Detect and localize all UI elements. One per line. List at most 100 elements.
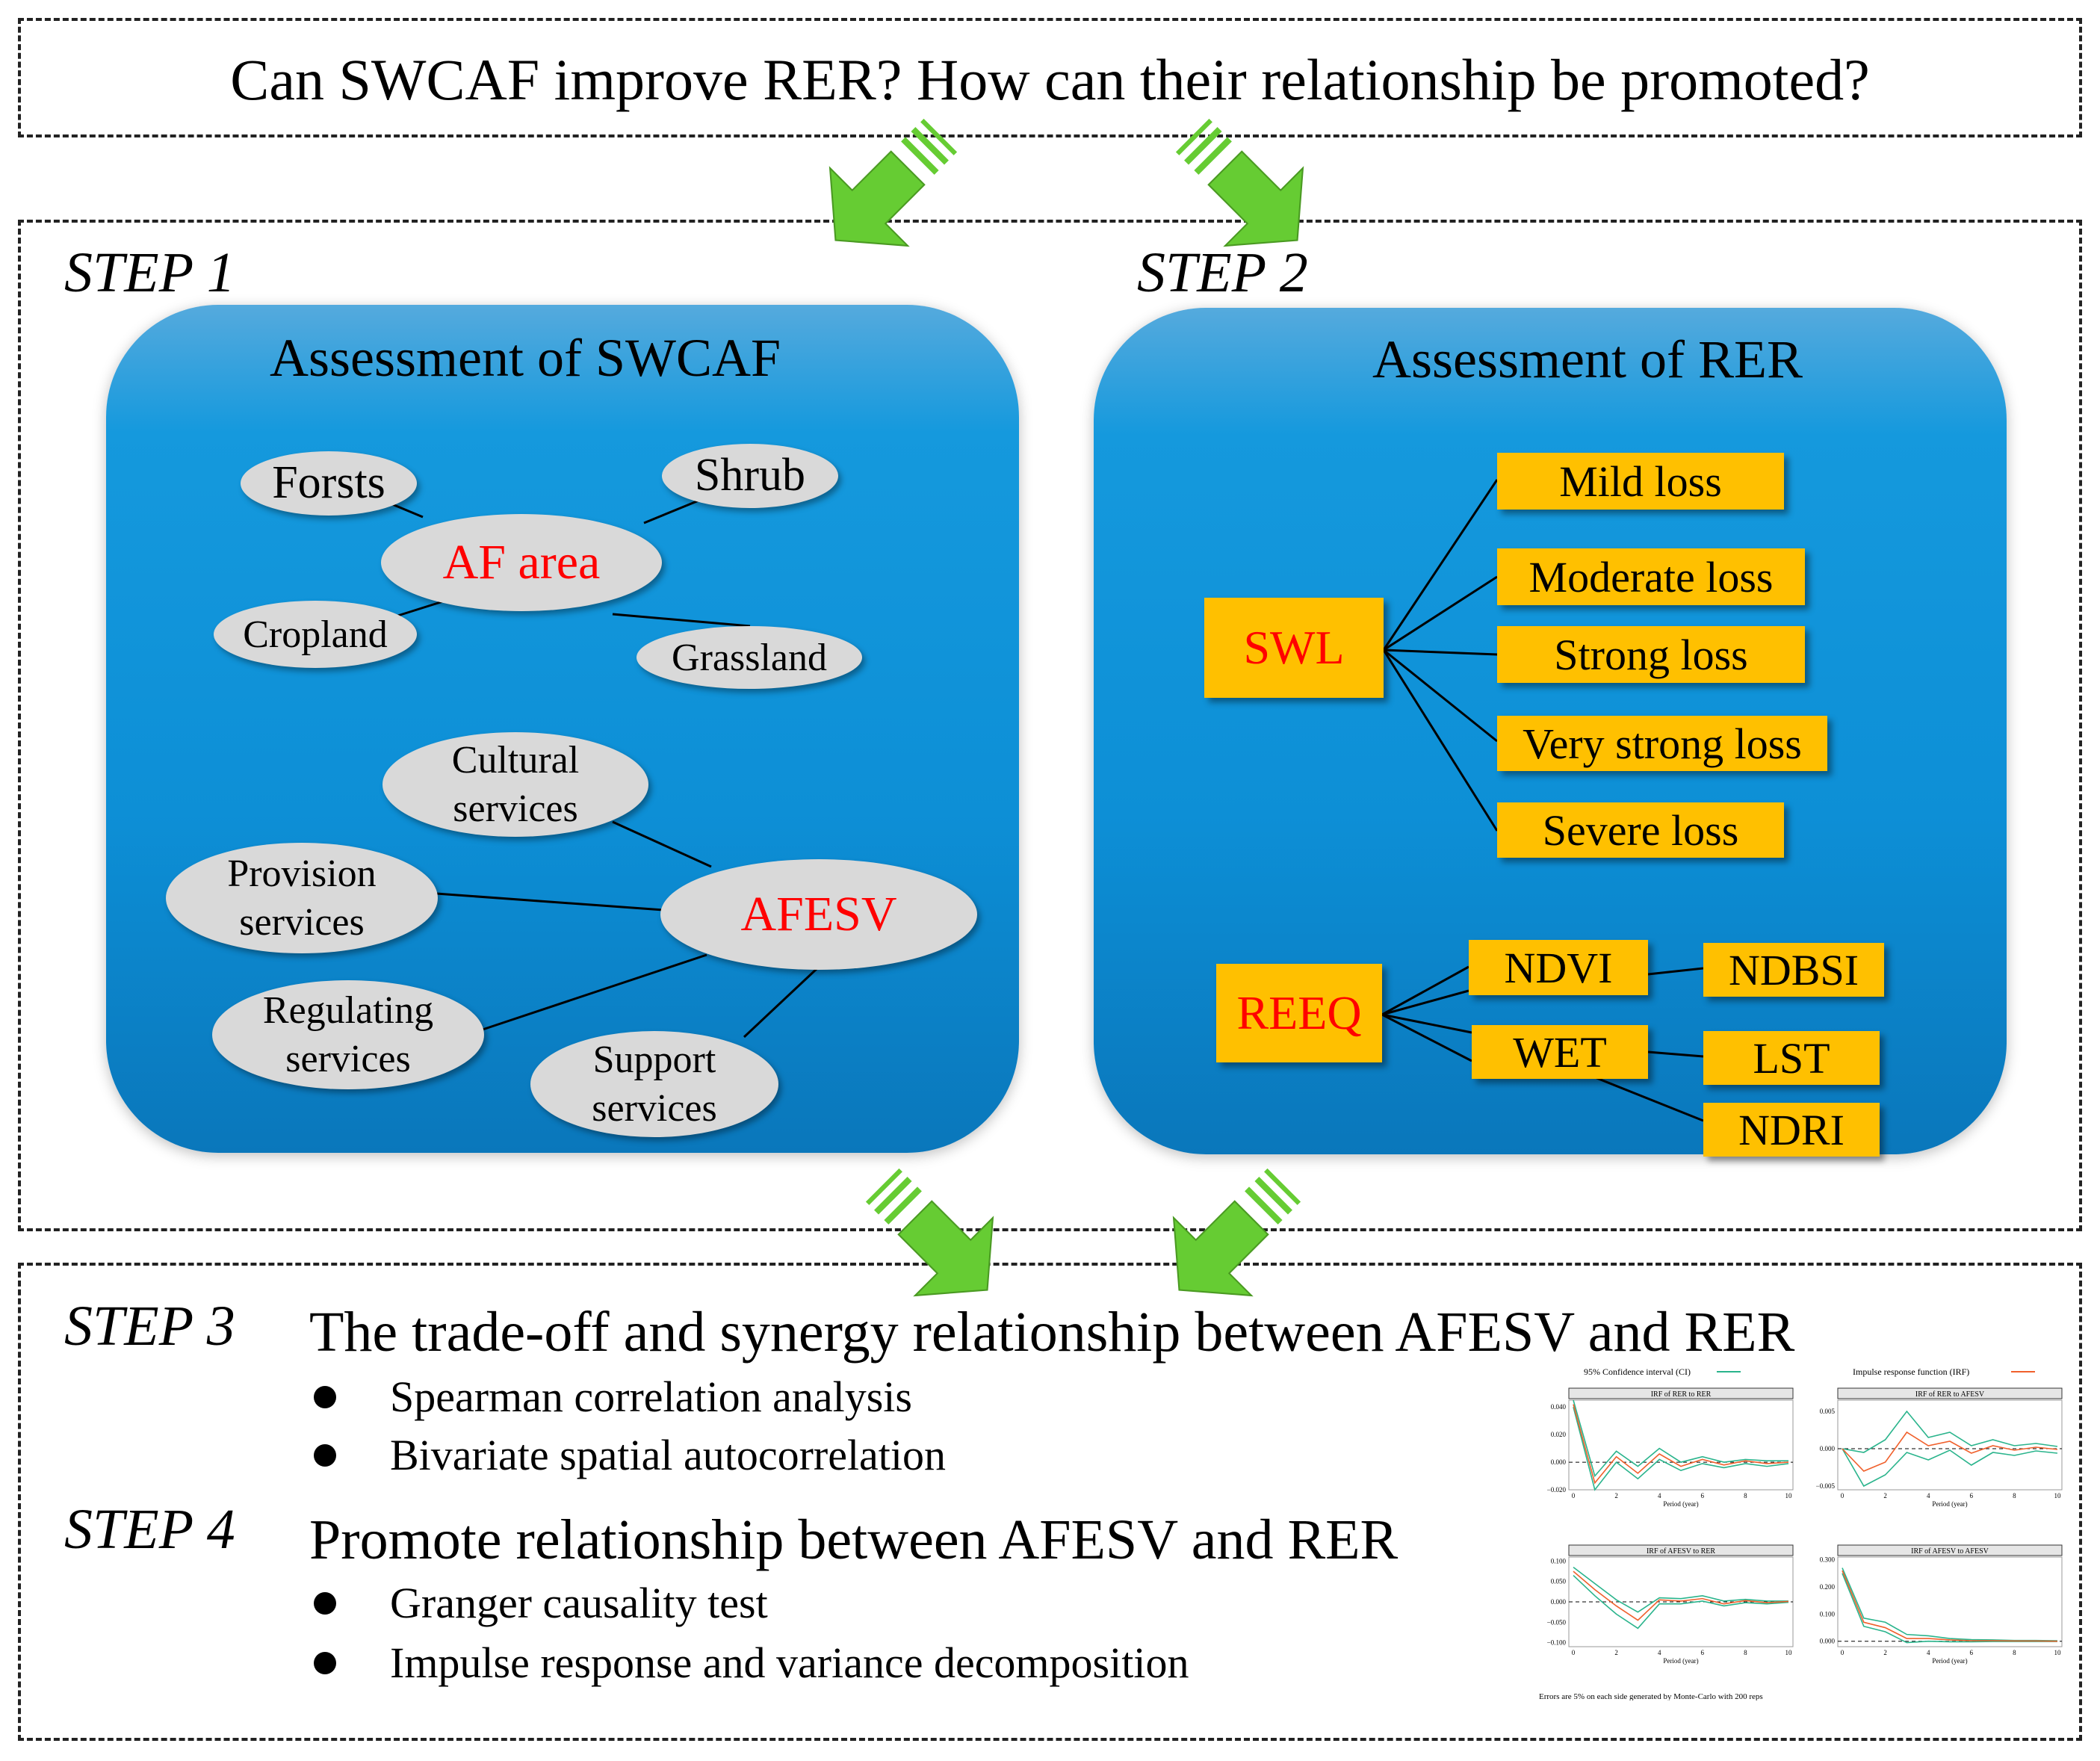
ci-lower-line xyxy=(1573,1407,1789,1491)
step4-bullet-2: Impulse response and variance decomposit… xyxy=(314,1638,1189,1688)
step4-title: Promote relationship between AFESV and R… xyxy=(309,1508,1399,1571)
af-area-label: AF area xyxy=(442,534,601,589)
x-tick-label: 2 xyxy=(1883,1492,1887,1500)
panel-header xyxy=(1837,1387,2063,1399)
x-tick-label: 8 xyxy=(1744,1492,1747,1500)
x-tick-label: 6 xyxy=(1701,1492,1705,1500)
loss-moderate-box: Moderate loss xyxy=(1497,548,1805,605)
ci-upper-line xyxy=(1573,1566,1788,1613)
irf-line xyxy=(1842,1570,2058,1642)
af-area-ellipse: AF area xyxy=(381,514,662,611)
y-tick-label: −0.020 xyxy=(1547,1486,1567,1494)
x-tick-label: 2 xyxy=(1614,1649,1618,1656)
step3-label: STEP 3 xyxy=(64,1295,235,1358)
x-tick-label: 6 xyxy=(1970,1649,1974,1656)
loss-moderate-label: Moderate loss xyxy=(1528,552,1774,601)
y-tick-label: 0.020 xyxy=(1551,1431,1567,1438)
y-tick-label: −0.005 xyxy=(1816,1482,1836,1490)
x-axis-label: Period (year) xyxy=(1663,1500,1698,1508)
y-tick-label: 0.000 xyxy=(1551,1458,1567,1466)
panel-title: IRF of RER to RER xyxy=(1651,1390,1712,1399)
ndbsi-label: NDBSI xyxy=(1728,945,1859,994)
cropland-ellipse: Cropland xyxy=(214,601,417,668)
loss-severe-label: Severe loss xyxy=(1542,805,1739,855)
x-tick-label: 2 xyxy=(1614,1492,1618,1500)
x-tick-label: 4 xyxy=(1658,1649,1661,1656)
x-tick-label: 4 xyxy=(1658,1492,1661,1500)
ndvi-label: NDVI xyxy=(1504,943,1613,992)
y-tick-label: 0.005 xyxy=(1820,1408,1836,1415)
loss-very-strong-box: Very strong loss xyxy=(1497,716,1827,771)
grassland-ellipse: Grassland xyxy=(636,626,862,689)
irf-line xyxy=(1842,1431,2058,1472)
bullet-icon xyxy=(314,1651,336,1674)
step4-label: STEP 4 xyxy=(64,1498,235,1561)
chart-footnote: Errors are 5% on each side generated by … xyxy=(1539,1692,1763,1700)
panel-header xyxy=(1837,1544,2063,1556)
loss-strong-box: Strong loss xyxy=(1497,626,1805,683)
step1-label: STEP 1 xyxy=(64,241,235,304)
swl-box: SWL xyxy=(1204,598,1384,698)
question-frame xyxy=(18,18,2082,137)
x-tick-label: 6 xyxy=(1701,1649,1705,1656)
panel-title: IRF of RER to AFESV xyxy=(1915,1390,1985,1399)
research-question: Can SWCAF improve RER? How can their rel… xyxy=(230,47,1870,112)
y-tick-label: 0.100 xyxy=(1820,1610,1836,1618)
y-tick-label: 0.000 xyxy=(1820,1445,1836,1452)
panel-title: IRF of AFESV to AFESV xyxy=(1911,1547,1989,1556)
x-tick-label: 0 xyxy=(1841,1492,1845,1500)
reeq-box: REEQ xyxy=(1216,964,1382,1062)
wet-label: WET xyxy=(1513,1027,1607,1077)
step1-title: Assessment of SWCAF xyxy=(269,328,781,388)
panel-header xyxy=(1568,1544,1794,1556)
x-tick-label: 0 xyxy=(1841,1649,1845,1656)
ndri-label: NDRI xyxy=(1738,1105,1845,1154)
x-tick-label: 4 xyxy=(1927,1492,1930,1500)
irf-line xyxy=(1573,1570,1789,1621)
swl-label: SWL xyxy=(1243,621,1345,674)
plot-area xyxy=(1837,1399,2063,1491)
steps-1-2-frame xyxy=(18,220,2082,1231)
bullet-icon xyxy=(314,1443,336,1467)
ndvi-box: NDVI xyxy=(1469,940,1648,995)
panel-header xyxy=(1568,1387,1794,1399)
ci-lower-line xyxy=(1842,1448,2058,1488)
loss-strong-label: Strong loss xyxy=(1554,630,1748,679)
step3-title: The trade-off and synergy relationship b… xyxy=(309,1301,1795,1364)
y-tick-label: 0.040 xyxy=(1551,1403,1567,1411)
x-tick-label: 10 xyxy=(1785,1649,1793,1656)
y-tick-label: −0.050 xyxy=(1547,1618,1567,1626)
x-tick-label: 6 xyxy=(1970,1492,1974,1500)
reeq-label: REEQ xyxy=(1236,986,1362,1039)
forests-label: Forsts xyxy=(272,457,385,509)
x-axis-label: Period (year) xyxy=(1932,1657,1967,1665)
x-tick-label: 10 xyxy=(2054,1649,2062,1656)
x-tick-label: 2 xyxy=(1883,1649,1887,1656)
loss-mild-box: Mild loss xyxy=(1497,453,1784,510)
panel-title: IRF of AFESV to RER xyxy=(1647,1547,1715,1556)
grassland-label: Grassland xyxy=(672,636,827,679)
forests-ellipse: Forsts xyxy=(241,451,417,516)
x-tick-label: 10 xyxy=(1785,1492,1793,1500)
legend-ci-label: 95% Confidence interval (CI) xyxy=(1584,1367,1691,1377)
x-tick-label: 8 xyxy=(2013,1492,2016,1500)
x-axis-label: Period (year) xyxy=(1663,1657,1698,1665)
step3-bullet-2: Bivariate spatial autocorrelation xyxy=(314,1430,946,1480)
irf-chart: 95% Confidence interval (CI)Impulse resp… xyxy=(1539,1367,2063,1700)
y-tick-label: 0.000 xyxy=(1551,1598,1567,1606)
x-tick-label: 8 xyxy=(1744,1649,1747,1656)
cropland-label: Cropland xyxy=(243,613,388,656)
x-tick-label: 8 xyxy=(2013,1649,2016,1656)
x-axis-label: Period (year) xyxy=(1932,1500,1967,1508)
y-tick-label: −0.100 xyxy=(1547,1639,1567,1647)
step2-title: Assessment of RER xyxy=(1372,329,1803,389)
step3-bullet-1: Spearman correlation analysis xyxy=(314,1372,912,1422)
shrub-label: Shrub xyxy=(694,450,806,501)
loss-mild-label: Mild loss xyxy=(1559,457,1722,506)
